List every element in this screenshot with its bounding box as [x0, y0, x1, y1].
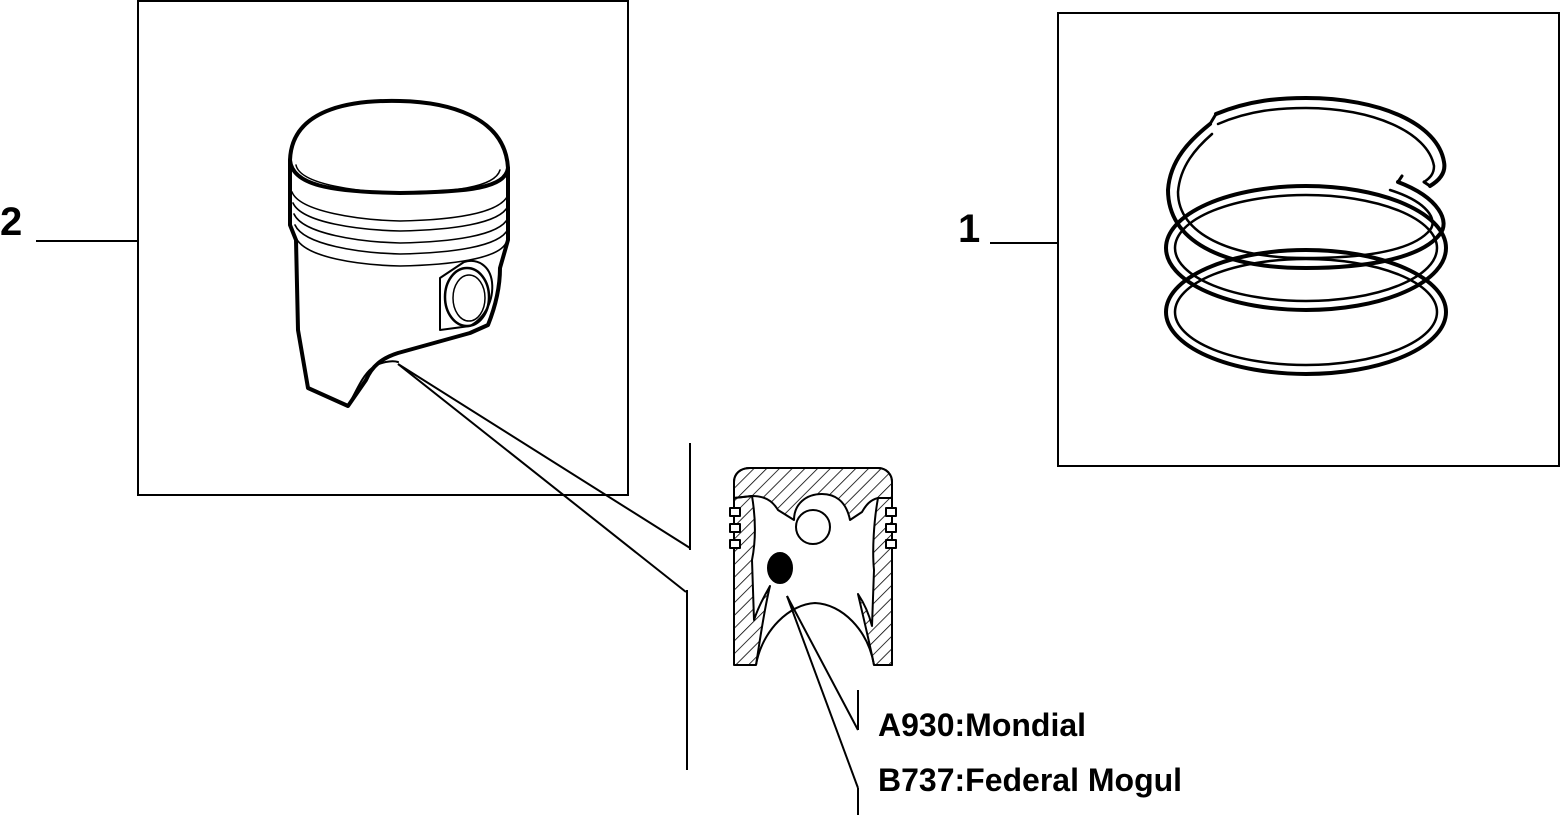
piston-cross-section: [729, 467, 897, 666]
supplier-label-a: A930:Mondial: [878, 707, 1087, 743]
callout-piston: 2: [0, 200, 23, 244]
supplier-label-b: B737:Federal Mogul: [878, 762, 1183, 798]
supplier-leader: [786, 595, 859, 815]
piston-rings-drawing: [1164, 95, 1448, 376]
detail-leader: [397, 363, 691, 770]
supplier-mark-dot: [767, 552, 793, 584]
piston-drawing: [288, 98, 510, 408]
piston-panel: [36, 0, 629, 496]
rings-panel: [990, 12, 1560, 467]
rings-frame: [1057, 12, 1560, 467]
piston-frame: [137, 0, 629, 496]
callout-rings: 1: [958, 207, 981, 251]
